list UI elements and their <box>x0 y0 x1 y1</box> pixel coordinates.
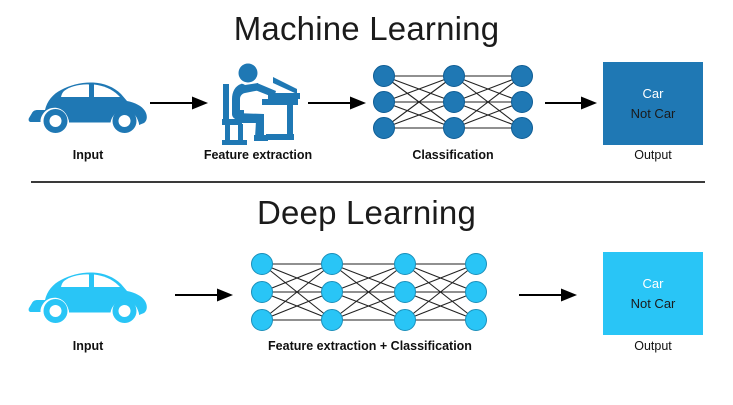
step-label-feature-extraction-classification-dl: Feature extraction + Classification <box>268 339 472 353</box>
step-label-feature-extraction-ml: Feature extraction <box>203 148 313 162</box>
step-label-output-ml: Output <box>634 148 672 162</box>
car-icon <box>28 66 148 146</box>
step-label-input-dl: Input <box>72 339 104 353</box>
output-label-not-car-ml: Not Car <box>630 105 676 121</box>
output-box-dl: Car Not Car <box>603 252 703 335</box>
step-label-input-ml: Input <box>72 148 104 162</box>
arrow-icon-dl-1 <box>175 287 233 303</box>
step-label-output-dl: Output <box>634 339 672 353</box>
arrow-icon-ml-1 <box>150 95 208 111</box>
section-title-deep-learning: Deep Learning <box>256 194 477 231</box>
section-divider <box>31 181 705 183</box>
output-label-car-dl: Car <box>642 275 664 291</box>
neural-network-icon-ml <box>368 60 538 144</box>
section-title-machine-learning: Machine Learning <box>233 10 500 47</box>
arrow-icon-ml-3 <box>545 95 597 111</box>
output-label-not-car-dl: Not Car <box>630 295 676 311</box>
arrow-icon-dl-2 <box>519 287 577 303</box>
car-icon-dl <box>28 256 148 336</box>
output-box-ml: Car Not Car <box>603 62 703 145</box>
person-at-desk-icon <box>212 62 304 146</box>
neural-network-icon-dl <box>248 250 492 334</box>
arrow-icon-ml-2 <box>308 95 366 111</box>
step-label-classification-ml: Classification <box>412 148 494 162</box>
output-label-car-ml: Car <box>642 85 664 101</box>
